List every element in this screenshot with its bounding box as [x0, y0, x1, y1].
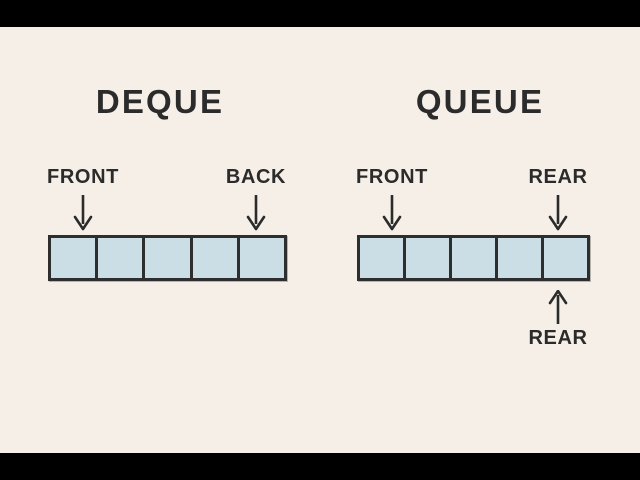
- deque-cell-strip: [48, 235, 287, 281]
- queue-front-label: FRONT: [356, 166, 428, 188]
- deque-title: DEQUE: [95, 83, 225, 120]
- illustration-canvas: DEQUE FRONT BACK: [0, 27, 640, 453]
- deque-cell-1: [51, 238, 99, 278]
- queue-title: QUEUE: [415, 83, 545, 120]
- deque-cell-2: [98, 238, 146, 278]
- queue-rear-bottom-arrow-up-icon: [545, 290, 571, 326]
- queue-cell-2: [406, 238, 452, 278]
- deque-front-label: FRONT: [47, 166, 119, 188]
- queue-cell-3: [452, 238, 498, 278]
- letterbox-bottom-bar: [0, 453, 640, 480]
- deque-cell-4: [192, 238, 240, 278]
- deque-cell-3: [145, 238, 193, 278]
- queue-front-arrow-down-icon: [379, 193, 405, 233]
- queue-cell-strip: [357, 235, 590, 281]
- letterbox-top-bar: [0, 0, 640, 27]
- deque-cell-5: [239, 238, 285, 278]
- queue-rear-bottom-label: REAR: [528, 327, 588, 349]
- queue-cell-4: [498, 238, 544, 278]
- queue-rear-top-arrow-down-icon: [545, 193, 571, 233]
- queue-rear-top-label: REAR: [528, 166, 588, 188]
- deque-back-arrow-down-icon: [243, 193, 269, 233]
- deque-front-arrow-down-icon: [70, 193, 96, 233]
- queue-diagram: QUEUE FRONT REAR: [320, 27, 640, 453]
- deque-back-label: BACK: [225, 166, 287, 188]
- deque-diagram: DEQUE FRONT BACK: [0, 27, 320, 453]
- queue-cell-5: [544, 238, 587, 278]
- queue-cell-1: [360, 238, 406, 278]
